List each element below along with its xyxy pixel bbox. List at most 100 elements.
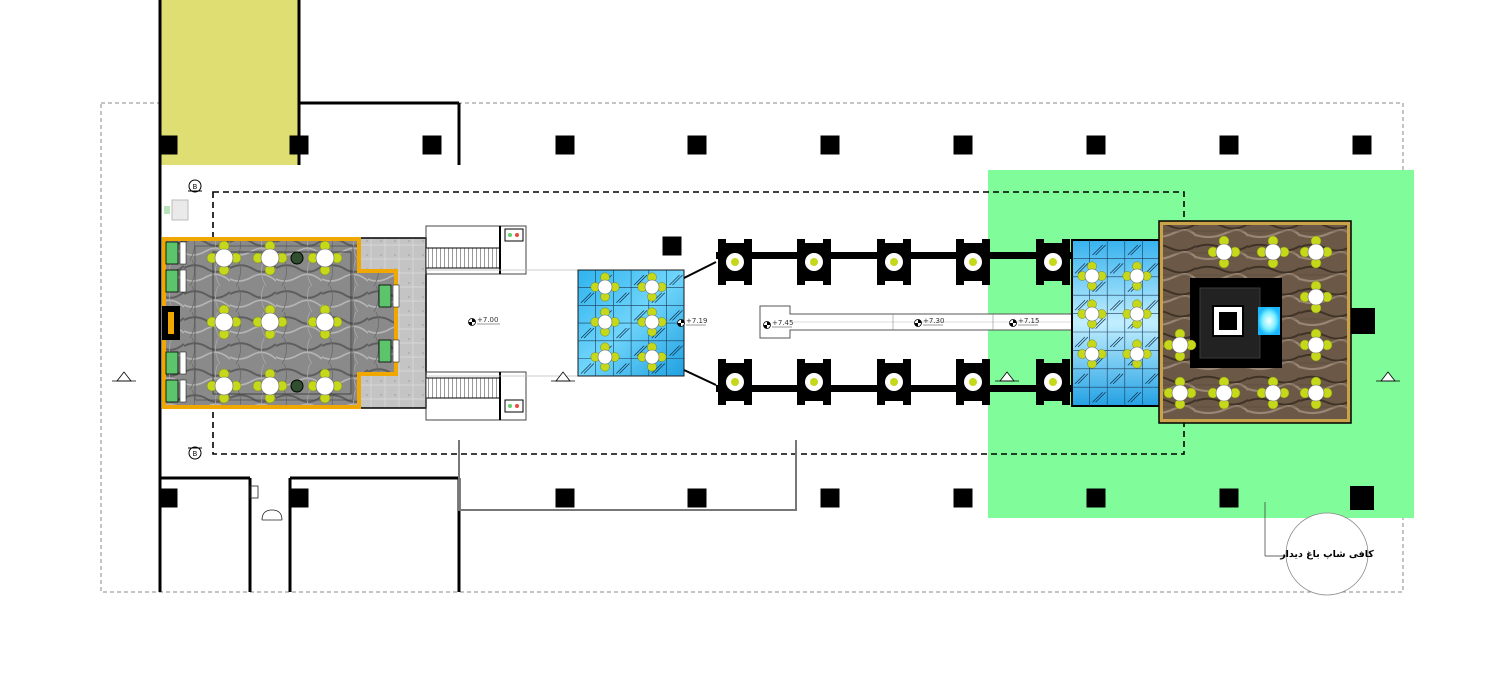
post-seat-cushion (890, 258, 898, 266)
post-seat-cushion (969, 378, 977, 386)
left-sofas (165, 241, 400, 403)
table (1307, 336, 1325, 354)
column (687, 135, 707, 155)
table-set (307, 304, 343, 340)
post-seat-cushion (810, 258, 818, 266)
column (820, 488, 840, 508)
table-set (1299, 376, 1333, 410)
table (1264, 384, 1282, 402)
section-label: B (193, 450, 198, 458)
post-seat-cushion (731, 258, 739, 266)
section-marker-icon (1376, 371, 1400, 382)
table-set (1207, 376, 1241, 410)
table (1171, 336, 1189, 354)
stair-bottom (425, 377, 501, 399)
table-set (1256, 376, 1290, 410)
table (1171, 384, 1189, 402)
table-set (252, 304, 288, 340)
light-well (1258, 307, 1280, 335)
table-set (206, 368, 242, 404)
column (687, 488, 707, 508)
table-set (206, 304, 242, 340)
table (1215, 243, 1233, 261)
sofa (165, 351, 179, 375)
table (644, 349, 660, 365)
elevation-label: +7.15 (1018, 317, 1039, 325)
column (1352, 135, 1372, 155)
column (422, 135, 442, 155)
table (1215, 384, 1233, 402)
bridge-posts (718, 239, 1070, 405)
table-set (1299, 280, 1333, 314)
section-label: B (193, 183, 198, 191)
column-right-mid (1351, 308, 1375, 334)
sofa (165, 241, 179, 265)
bridge-link (683, 369, 717, 386)
stair-bottom-rail (425, 371, 527, 421)
table-set (1122, 261, 1152, 291)
side-table (179, 379, 187, 403)
table (644, 314, 660, 330)
light-fixture-icon (504, 399, 524, 413)
post-seat-cushion (1049, 258, 1057, 266)
table (1129, 306, 1145, 322)
table (1129, 268, 1145, 284)
side-table (392, 339, 400, 363)
table (260, 312, 280, 332)
table (214, 312, 234, 332)
table (597, 349, 613, 365)
column (820, 135, 840, 155)
table (644, 279, 660, 295)
bar-table-top (1219, 312, 1237, 330)
table (214, 248, 234, 268)
wood-tables (1163, 235, 1333, 410)
column (289, 488, 309, 508)
fireplace-glow (168, 312, 174, 334)
column (1350, 486, 1374, 510)
table (315, 248, 335, 268)
column (662, 236, 682, 256)
rail-lower (458, 440, 797, 511)
post-seat-cushion (731, 378, 739, 386)
side-table (179, 241, 187, 265)
elevation-label: +7.30 (923, 317, 944, 325)
elevation-marker-icon (914, 319, 922, 327)
table (315, 376, 335, 396)
elevation-marker-icon (1009, 319, 1017, 327)
post-seat-cushion (890, 378, 898, 386)
table-set (1207, 235, 1241, 269)
column (1086, 135, 1106, 155)
table (1084, 268, 1100, 284)
elevation-label: +7.45 (772, 319, 793, 327)
section-marker-icon (551, 371, 575, 382)
table-set (637, 342, 667, 372)
table-set (637, 272, 667, 302)
column (555, 488, 575, 508)
table (1264, 243, 1282, 261)
sofa (378, 284, 392, 308)
yellow-block (160, 0, 299, 165)
stair-top-rail (425, 225, 527, 275)
table-set (252, 368, 288, 404)
door-icon (249, 485, 283, 521)
bridge-link (683, 261, 717, 279)
table-set (1299, 235, 1333, 269)
column (158, 135, 178, 155)
table (1307, 288, 1325, 306)
table-set (1163, 328, 1197, 362)
sign-board (171, 199, 189, 221)
table (597, 279, 613, 295)
section-marker-icon: B (188, 446, 202, 460)
table (1307, 243, 1325, 261)
side-table (179, 351, 187, 375)
column (1219, 488, 1239, 508)
column (158, 488, 178, 508)
table-set (252, 240, 288, 276)
columns (158, 135, 1374, 510)
coffee-shop-label: کافی شاپ باغ دیدار (1279, 549, 1374, 560)
column (953, 135, 973, 155)
table (1307, 384, 1325, 402)
planter-icon (290, 379, 304, 393)
planter-icon (290, 251, 304, 265)
site-boundary (100, 102, 1404, 593)
